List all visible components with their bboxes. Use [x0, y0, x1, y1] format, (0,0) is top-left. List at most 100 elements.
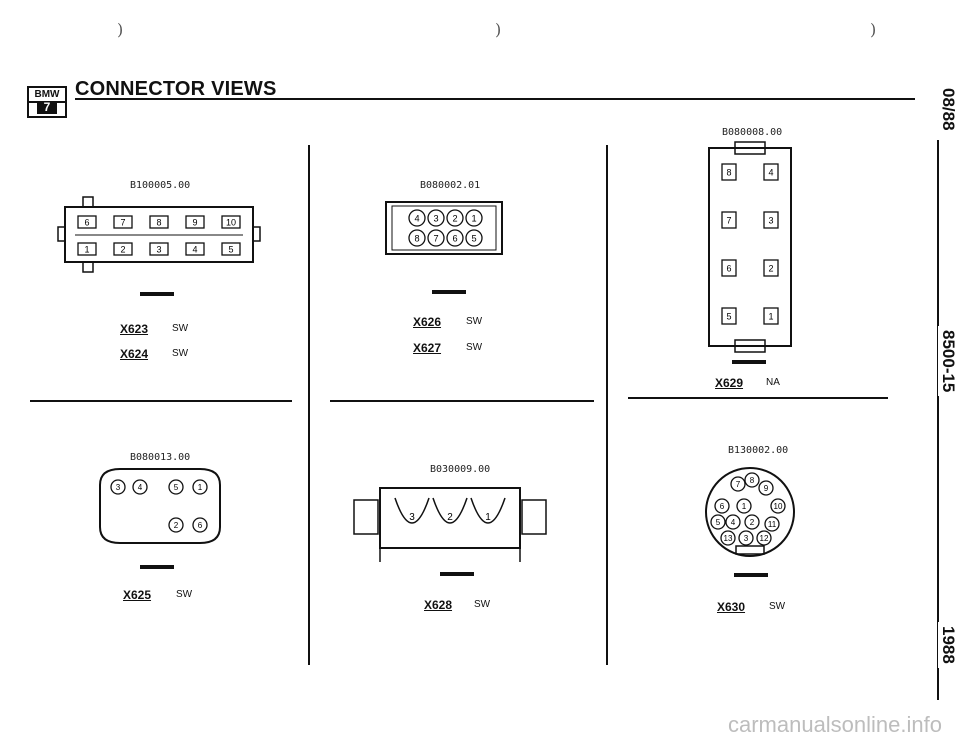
pin-socket — [744, 472, 760, 488]
connector-id: X629 — [715, 376, 744, 390]
pin-number: 9 — [764, 484, 769, 493]
grid-row-divider — [30, 400, 292, 402]
plug-symbol — [440, 572, 474, 576]
pin-number: 2 — [452, 213, 457, 223]
pin-socket — [185, 215, 205, 229]
pin-number: 2 — [120, 245, 125, 255]
plug-symbol — [140, 292, 174, 296]
pin-number: 4 — [192, 245, 197, 255]
pin-socket — [721, 259, 737, 277]
drawing-code: B080008.00 — [722, 127, 783, 138]
connector-id: X626 — [413, 315, 442, 329]
pin-socket — [470, 497, 506, 524]
pin-number: 7 — [120, 218, 125, 228]
pin-number: 6 — [720, 502, 725, 511]
pin-socket — [465, 229, 483, 247]
drawing-code: B030009.00 — [430, 464, 491, 475]
wire-color: SW — [176, 589, 193, 600]
pin-socket — [394, 497, 430, 524]
pin-number: 13 — [724, 534, 733, 543]
plug-symbol — [734, 573, 768, 577]
wire-color: SW — [172, 348, 189, 359]
pin-number: 8 — [726, 168, 731, 178]
pin-socket — [714, 498, 730, 514]
drawing-code: B080002.01 — [420, 180, 481, 191]
pin-number: 11 — [768, 520, 777, 529]
pin-number: 1 — [485, 512, 491, 523]
connector-id: X623 — [120, 322, 149, 336]
pin-number: 6 — [198, 521, 203, 530]
side-date: 08/88 — [938, 84, 958, 135]
pin-number: 8 — [156, 218, 161, 228]
pin-socket — [465, 209, 483, 227]
pin-number: 5 — [726, 312, 731, 322]
pin-socket — [427, 209, 445, 227]
pin-socket — [720, 530, 736, 546]
pin-number: 4 — [138, 483, 143, 492]
pin-socket — [710, 514, 726, 530]
binding-mark: ) — [870, 20, 877, 39]
pin-socket — [185, 242, 205, 256]
pin-number: 1 — [471, 213, 476, 223]
pin-number: 5 — [174, 483, 179, 492]
pin-number: 7 — [736, 480, 741, 489]
pin-number: 1 — [84, 245, 89, 255]
pin-socket — [149, 215, 169, 229]
wire-color: SW — [769, 601, 786, 612]
plug-symbol — [432, 290, 466, 294]
pin-socket — [730, 476, 746, 492]
logo-series: 7 — [37, 101, 57, 114]
pin-number: 3 — [433, 213, 438, 223]
pin-number: 2 — [768, 264, 773, 274]
pin-socket — [721, 307, 737, 325]
pin-number: 4 — [731, 518, 736, 527]
binding-mark: ) — [495, 20, 502, 39]
wire-color: SW — [466, 316, 483, 327]
drawing-code: B130002.00 — [728, 445, 789, 456]
pin-number: 5 — [471, 233, 476, 243]
connector-id: X630 — [717, 600, 746, 614]
bmw-logo: BMW 7 — [27, 86, 67, 118]
pin-number: 2 — [750, 518, 755, 527]
pin-number: 2 — [174, 521, 179, 530]
pin-socket — [408, 229, 426, 247]
pin-number: 3 — [744, 534, 749, 543]
wire-color: SW — [474, 599, 491, 610]
pin-number: 1 — [198, 483, 203, 492]
drawing-code: B100005.00 — [130, 180, 191, 191]
pin-socket — [221, 242, 241, 256]
pin-socket — [432, 497, 468, 524]
pin-socket — [192, 517, 208, 533]
pin-number: 8 — [750, 476, 755, 485]
page-title: CONNECTOR VIEWS — [75, 78, 277, 100]
pin-socket — [763, 163, 779, 181]
pin-number: 9 — [192, 218, 197, 228]
pin-socket — [721, 211, 737, 229]
pin-number: 1 — [768, 312, 773, 322]
pin-number: 3 — [156, 245, 161, 255]
pin-socket — [221, 215, 241, 229]
pin-socket — [77, 242, 97, 256]
pin-number: 3 — [409, 512, 415, 523]
pin-socket — [168, 517, 184, 533]
pin-socket — [763, 211, 779, 229]
header-rule — [75, 98, 915, 100]
pin-socket — [446, 209, 464, 227]
pin-socket — [408, 209, 426, 227]
drawing-code: B080013.00 — [130, 452, 191, 463]
grid-row-divider — [330, 400, 594, 402]
pin-socket — [763, 259, 779, 277]
wire-color: SW — [466, 342, 483, 353]
connector-id: X628 — [424, 598, 453, 612]
connector-id: X627 — [413, 341, 442, 355]
pin-socket — [132, 479, 148, 495]
pin-number: 6 — [84, 218, 89, 228]
connector-id: X624 — [120, 347, 149, 361]
pin-socket — [77, 215, 97, 229]
pin-number: 6 — [452, 233, 457, 243]
